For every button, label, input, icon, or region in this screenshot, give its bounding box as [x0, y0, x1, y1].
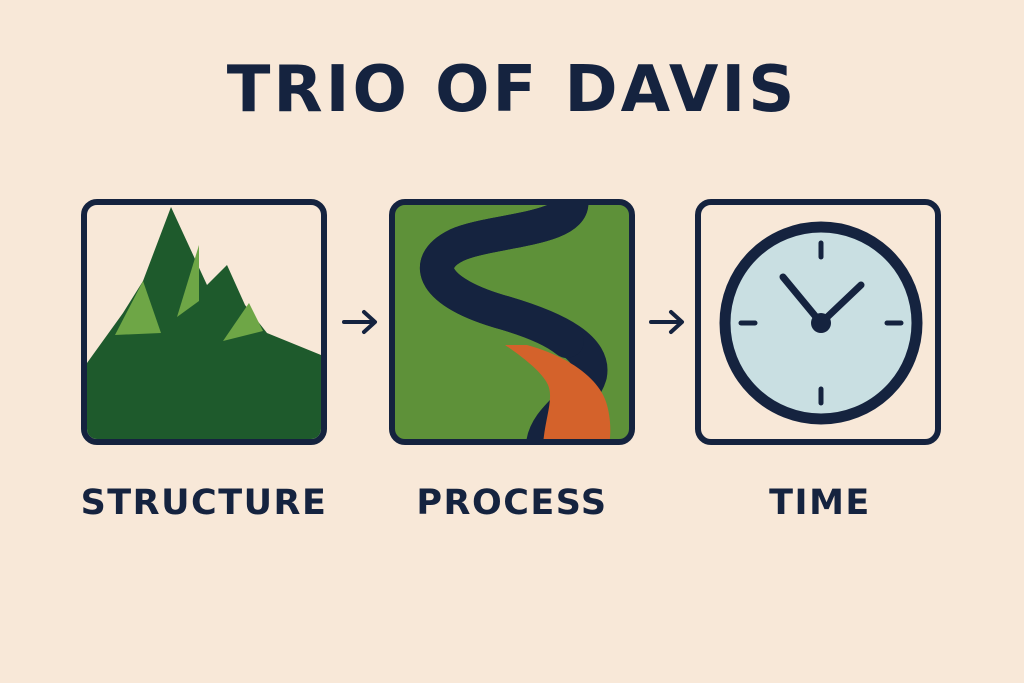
time-panel: [695, 199, 941, 445]
mountain-highlight-right: [223, 303, 263, 341]
diagram-title: TRIO OF DAVIS: [226, 53, 798, 127]
river-channel-upper: [420, 205, 588, 358]
clock-icon: [719, 221, 923, 425]
river-icon: [420, 205, 611, 439]
step-label-process: PROCESS: [416, 483, 608, 523]
step-label-time: TIME: [769, 483, 871, 523]
mountain-icon: [87, 207, 321, 439]
arrow-right-icon: [342, 310, 377, 334]
mountain-highlight-left: [115, 281, 161, 335]
mountain-silhouette: [87, 207, 321, 439]
step-label-structure: STRUCTURE: [80, 483, 328, 523]
clock-center: [811, 313, 831, 333]
arrow-right-icon: [649, 310, 684, 334]
structure-panel: [81, 199, 327, 445]
river-sediment: [505, 345, 611, 439]
mountain-highlight-center: [177, 245, 199, 317]
process-panel: [389, 199, 635, 445]
